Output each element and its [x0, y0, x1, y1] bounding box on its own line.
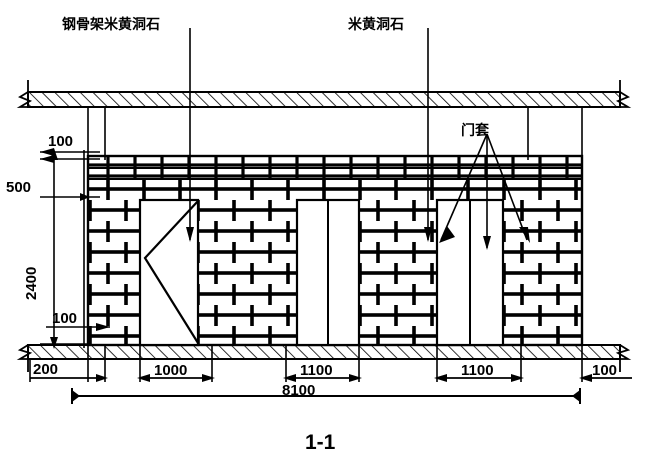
dimension-horizontal-1000: 1000 [154, 362, 188, 379]
door-opening-right[interactable] [435, 198, 505, 347]
vertical-dimension-chain [40, 148, 110, 349]
dimension-horizontal-1100-right: 1100 [461, 362, 494, 379]
horizontal-dimension-chain [29, 345, 632, 404]
drawing-title: 1-1 [305, 431, 336, 454]
dimension-horizontal-1100-left: 1100 [300, 362, 333, 379]
ceiling-slab-hatched [16, 80, 632, 108]
dimension-vertical-500: 500 [6, 179, 32, 196]
leader-lines [87, 28, 583, 250]
door-opening-left[interactable] [138, 198, 200, 347]
dimension-horizontal-100-right: 100 [592, 362, 618, 379]
door-opening-center-double[interactable] [295, 198, 361, 347]
annotation-beige-travertine: 米黄洞石 [348, 17, 404, 33]
annotation-door-casing: 门套 [461, 123, 489, 139]
dimension-horizontal-200: 200 [33, 361, 59, 378]
dimension-overall-8100: 8100 [282, 382, 316, 399]
dimension-vertical-2400: 2400 [23, 266, 40, 300]
dimension-vertical-100-bottom: 100 [52, 310, 78, 327]
annotation-steel-frame-travertine: 钢骨架米黄洞石 [62, 17, 160, 33]
dimension-vertical-100-top: 100 [48, 133, 74, 150]
